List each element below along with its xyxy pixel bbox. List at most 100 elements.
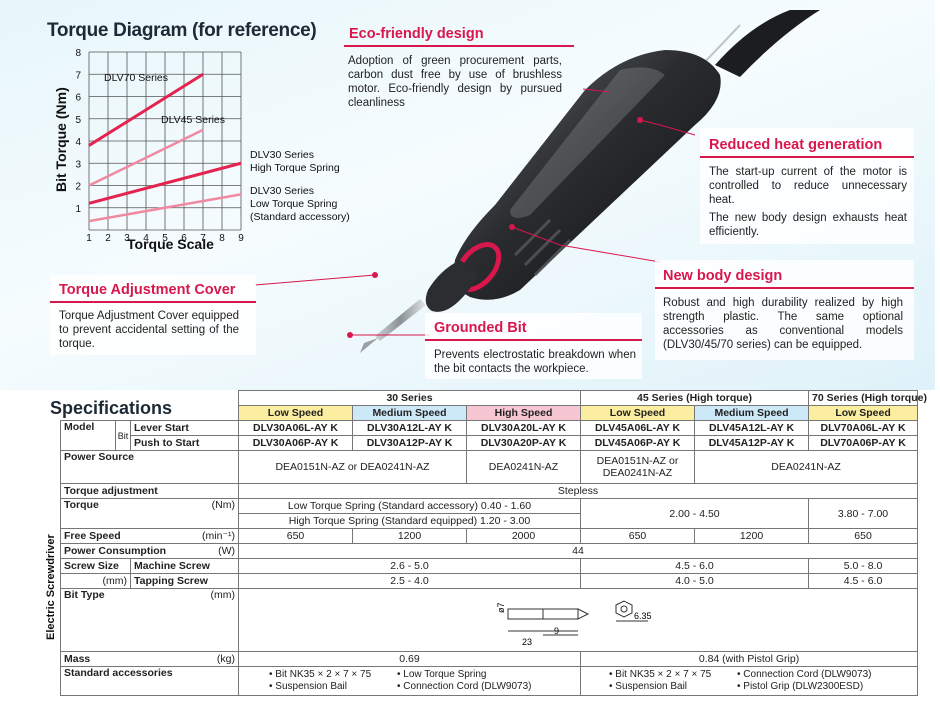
model-cell: DLV30A20P-AY K bbox=[465, 435, 582, 451]
model-label: Model bbox=[60, 420, 116, 451]
lever-label: Lever Start bbox=[130, 420, 239, 436]
eco-title: Eco-friendly design bbox=[349, 26, 484, 42]
series-45: 45 Series (High torque) bbox=[580, 390, 810, 406]
screw-unit-label: (mm) bbox=[60, 573, 131, 589]
machine-label: Machine Screw bbox=[130, 558, 239, 574]
model-cell: DLV70A06L-AY K bbox=[808, 420, 919, 436]
power-source-cell: DEA0151N-AZ or DEA0241N-AZ bbox=[238, 450, 467, 484]
power-source-cell: DEA0241N-AZ bbox=[694, 450, 919, 484]
cover-text: Torque Adjustment Cover equipped to prev… bbox=[59, 310, 239, 350]
label-dlv30-high-1: DLV30 Series bbox=[250, 149, 314, 161]
tapping-cell: 4.0 - 5.0 bbox=[580, 573, 810, 589]
y-tick-label: 4 bbox=[75, 137, 81, 148]
callout-lines bbox=[254, 88, 696, 338]
series-line-dlv70 bbox=[88, 72, 204, 147]
mass-label: Mass(kg) bbox=[60, 651, 239, 667]
push-label: Push to Start bbox=[130, 435, 239, 451]
x-tick-label: 1 bbox=[86, 233, 92, 244]
y-tick-label: 2 bbox=[75, 182, 81, 193]
std-acc-label: Standard accessories bbox=[60, 666, 239, 696]
series-line-dlv45 bbox=[88, 128, 204, 187]
bit-title: Grounded Bit bbox=[434, 320, 527, 336]
label-dlv70: DLV70 Series bbox=[104, 72, 168, 84]
cover-box bbox=[50, 275, 256, 355]
body-text: Robust and high durability realized by h… bbox=[663, 297, 903, 351]
body-title: New body design bbox=[663, 268, 783, 284]
speed-header: Low Speed bbox=[238, 405, 353, 421]
torque-adj-cell: Stepless bbox=[237, 483, 919, 499]
x-tick-label: 9 bbox=[238, 233, 244, 244]
bit-type-cell: 23 9 ø7 6.35 bbox=[237, 588, 919, 652]
model-cell: DLV30A06L-AY K bbox=[238, 420, 353, 436]
cover-rule bbox=[50, 301, 256, 303]
free-speed-cell: 650 bbox=[808, 528, 919, 544]
model-cell: DLV45A06L-AY K bbox=[580, 420, 696, 436]
speed-header: Medium Speed bbox=[694, 405, 810, 421]
x-tick-label: 2 bbox=[105, 233, 111, 244]
speed-header: High Speed bbox=[465, 405, 582, 421]
x-tick-label: 3 bbox=[124, 233, 130, 244]
x-tick-label: 5 bbox=[162, 233, 168, 244]
bit-box bbox=[425, 313, 642, 379]
heat-text-1: The start-up current of the motor is con… bbox=[709, 166, 907, 206]
bit-dim-a: 23 bbox=[522, 637, 532, 647]
label-dlv30-low-3: (Standard accessory) bbox=[250, 211, 350, 223]
free-speed-cell: 650 bbox=[580, 528, 696, 544]
screw-size-label: Screw Size bbox=[60, 558, 131, 574]
chart-ylabel: Bit Torque (Nm) bbox=[53, 87, 69, 192]
free-speed-cell: 650 bbox=[238, 528, 353, 544]
chart-xlabel: Torque Scale bbox=[127, 236, 214, 252]
model-cell: DLV45A12P-AY K bbox=[694, 435, 810, 451]
y-tick-label: 8 bbox=[75, 48, 81, 59]
model-cell: DLV30A06P-AY K bbox=[238, 435, 353, 451]
series-line-dlv30-low bbox=[88, 193, 242, 223]
heat-text-2: The new body design exhausts heat effici… bbox=[709, 212, 907, 238]
model-cell: DLV45A06P-AY K bbox=[580, 435, 696, 451]
acc-45-cell: • Bit NK35 × 2 × 7 × 75• Connection Cord… bbox=[580, 666, 919, 696]
free-speed-cell: 1200 bbox=[694, 528, 810, 544]
heat-box bbox=[700, 128, 914, 244]
tapping-label: Tapping Screw bbox=[130, 573, 239, 589]
mass-cell: 0.84 (with Pistol Grip) bbox=[580, 651, 919, 667]
y-tick-label: 1 bbox=[75, 204, 81, 215]
chart-title: Torque Diagram (for reference) bbox=[47, 20, 317, 41]
eco-rule bbox=[344, 45, 574, 47]
bit-dim-hex: 6.35 bbox=[634, 611, 652, 621]
x-tick-label: 4 bbox=[143, 233, 149, 244]
bit-label: Bit bbox=[115, 420, 131, 451]
free-speed-cell: 2000 bbox=[465, 528, 582, 544]
body-rule bbox=[655, 287, 914, 289]
power-cons-label: Power Consumption(W) bbox=[60, 543, 239, 559]
mass-cell: 0.69 bbox=[237, 651, 582, 667]
speed-header: Low Speed bbox=[580, 405, 696, 421]
model-cell: DLV30A12L-AY K bbox=[352, 420, 467, 436]
series-line-dlv30-high bbox=[88, 161, 242, 205]
tapping-cell: 4.5 - 6.0 bbox=[808, 573, 919, 589]
machine-cell: 5.0 - 8.0 bbox=[808, 558, 919, 574]
tapping-cell: 2.5 - 4.0 bbox=[237, 573, 582, 589]
specs-side-label: Electric Screwdriver bbox=[45, 534, 57, 640]
screwdriver-illustration bbox=[360, 10, 820, 353]
bit-type-label: Bit Type(mm) bbox=[60, 588, 239, 652]
x-tick-label: 6 bbox=[181, 233, 187, 244]
model-cell: DLV30A12P-AY K bbox=[352, 435, 467, 451]
bit-rule bbox=[425, 339, 642, 341]
bit-dim-d: ø7 bbox=[496, 602, 506, 613]
heat-rule bbox=[700, 156, 914, 158]
model-cell: DLV30A20L-AY K bbox=[465, 420, 582, 436]
label-dlv45: DLV45 Series bbox=[161, 114, 225, 126]
bit-drawing: 23 9 ø7 6.35 bbox=[496, 600, 652, 647]
free-speed-cell: 1200 bbox=[352, 528, 467, 544]
specs-title: Specifications bbox=[50, 398, 173, 418]
x-tick-label: 8 bbox=[219, 233, 225, 244]
label-dlv30-low-1: DLV30 Series bbox=[250, 185, 314, 197]
heat-title: Reduced heat generation bbox=[709, 137, 883, 153]
model-cell: DLV70A06P-AY K bbox=[808, 435, 919, 451]
machine-cell: 2.6 - 5.0 bbox=[237, 558, 582, 574]
y-tick-label: 5 bbox=[75, 115, 81, 126]
y-tick-label: 6 bbox=[75, 93, 81, 104]
bit-text: Prevents electrostatic breakdown when th… bbox=[434, 349, 636, 375]
speed-header: Low Speed bbox=[808, 405, 919, 421]
torque-adj-label: Torque adjustment bbox=[60, 483, 239, 499]
